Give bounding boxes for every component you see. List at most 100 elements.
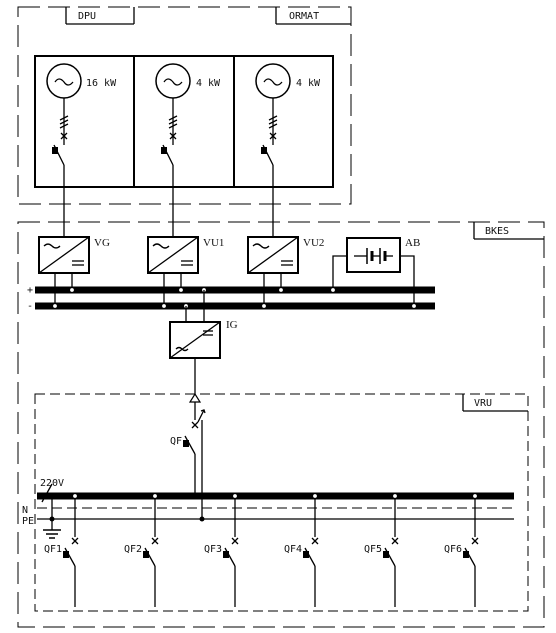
tick-mark xyxy=(59,123,69,129)
generator-1-power: 16 kW xyxy=(86,78,117,89)
tick-mark xyxy=(168,119,178,125)
junction-dot xyxy=(311,492,319,500)
contact-cross-icon xyxy=(471,537,479,545)
converter-vg: VG xyxy=(38,236,110,274)
junction-dot xyxy=(329,286,337,294)
qf2-label: QF2 xyxy=(124,544,142,555)
switch-blade xyxy=(162,144,174,166)
junction-dot xyxy=(160,302,168,310)
generator-icon xyxy=(255,63,291,99)
breaker-blade xyxy=(304,547,316,567)
converter-vu1: VU1 xyxy=(147,236,224,274)
switch-actuator xyxy=(261,147,267,154)
junction-dot xyxy=(260,302,268,310)
bus-slash xyxy=(41,483,53,503)
contact-cross-icon xyxy=(169,132,177,140)
switch-blade xyxy=(262,144,274,166)
junction-dot xyxy=(277,286,285,294)
battery-plus-lead xyxy=(332,255,347,290)
qf3-label: QF3 xyxy=(204,544,222,555)
qf1-label: QF1 xyxy=(44,544,62,555)
bkes-enclosure xyxy=(17,221,545,628)
junction-dot xyxy=(51,302,59,310)
vu1-label: VU1 xyxy=(203,237,224,249)
pe-label: PE xyxy=(22,516,34,527)
generator-3-power: 4 kW xyxy=(296,78,321,89)
switch-actuator xyxy=(52,147,58,154)
tick-mark xyxy=(268,119,278,125)
breaker-qf3: QF3 xyxy=(204,492,239,607)
battery-ab: AB xyxy=(332,237,420,306)
sine-icon xyxy=(54,78,74,86)
bkes-label: BKES xyxy=(485,226,509,237)
converter-diagonal xyxy=(147,236,199,274)
tick-mark xyxy=(168,115,178,121)
tick-mark xyxy=(268,123,278,129)
breaker-qf2: QF2 xyxy=(124,492,159,607)
breaker-blade xyxy=(64,547,76,567)
tick-mark xyxy=(59,115,69,121)
tick-mark xyxy=(168,123,178,129)
qf4-label: QF4 xyxy=(284,544,302,555)
contact-cross-icon xyxy=(191,421,199,429)
vg-label: VG xyxy=(94,237,110,249)
qf5-label: QF5 xyxy=(364,544,382,555)
vru-enclosure xyxy=(34,393,529,612)
breaker-blade xyxy=(184,435,196,455)
ac-icon xyxy=(152,243,170,249)
battery-minus-lead xyxy=(400,255,415,306)
qf6-label: QF6 xyxy=(444,544,462,555)
ab-label: AB xyxy=(405,237,420,249)
inverter-ig: IG xyxy=(169,290,238,394)
minus-label: - xyxy=(27,301,33,312)
ormat-label: ORMAT xyxy=(289,11,319,22)
breaker-actuator xyxy=(463,551,469,558)
switch-blade xyxy=(53,144,65,166)
junction-dot xyxy=(177,286,185,294)
generator-icon xyxy=(155,63,191,99)
trip-arrow xyxy=(197,409,205,423)
breaker-actuator xyxy=(143,551,149,558)
n-label: N xyxy=(22,505,28,516)
breaker-actuator xyxy=(303,551,309,558)
junction-dot xyxy=(471,492,479,500)
dpu-label: DPU xyxy=(78,11,96,22)
contact-cross-icon xyxy=(311,537,319,545)
generator-2: 4 kW xyxy=(155,63,221,237)
converter-diagonal xyxy=(247,236,299,274)
tick-mark xyxy=(59,119,69,125)
junction-dot xyxy=(391,492,399,500)
ig-label: IG xyxy=(226,319,238,331)
contact-cross-icon xyxy=(231,537,239,545)
contact-cross-icon xyxy=(151,537,159,545)
converter-vu2: VU2 xyxy=(247,236,324,274)
generator-2-power: 4 kW xyxy=(196,78,221,89)
breaker-actuator xyxy=(383,551,389,558)
breaker-actuator xyxy=(63,551,69,558)
plus-label: + xyxy=(27,285,33,296)
junction-dot xyxy=(199,516,205,522)
junction-dot xyxy=(410,302,418,310)
breaker-blade xyxy=(144,547,156,567)
ac-icon xyxy=(175,346,189,352)
breaker-qf1: QF1 xyxy=(44,492,79,607)
breaker-qf4: QF4 xyxy=(284,492,319,607)
sine-icon xyxy=(163,78,183,86)
contact-cross-icon xyxy=(60,132,68,140)
qf-label: QF xyxy=(170,436,182,447)
breaker-qf6: QF6 xyxy=(444,492,479,607)
junction-dot xyxy=(151,492,159,500)
junction-dot xyxy=(231,492,239,500)
voltage-label: 220V xyxy=(40,478,64,489)
contact-cross-icon xyxy=(71,537,79,545)
junction-dot xyxy=(68,286,76,294)
breaker-blade xyxy=(224,547,236,567)
generator-icon xyxy=(46,63,82,99)
main-breaker-qf: QF xyxy=(170,392,206,519)
trip-arrow-head xyxy=(200,409,206,414)
breaker-actuator xyxy=(183,440,189,447)
vru-label: VRU xyxy=(474,398,492,409)
inverter-diagonal xyxy=(169,321,221,359)
